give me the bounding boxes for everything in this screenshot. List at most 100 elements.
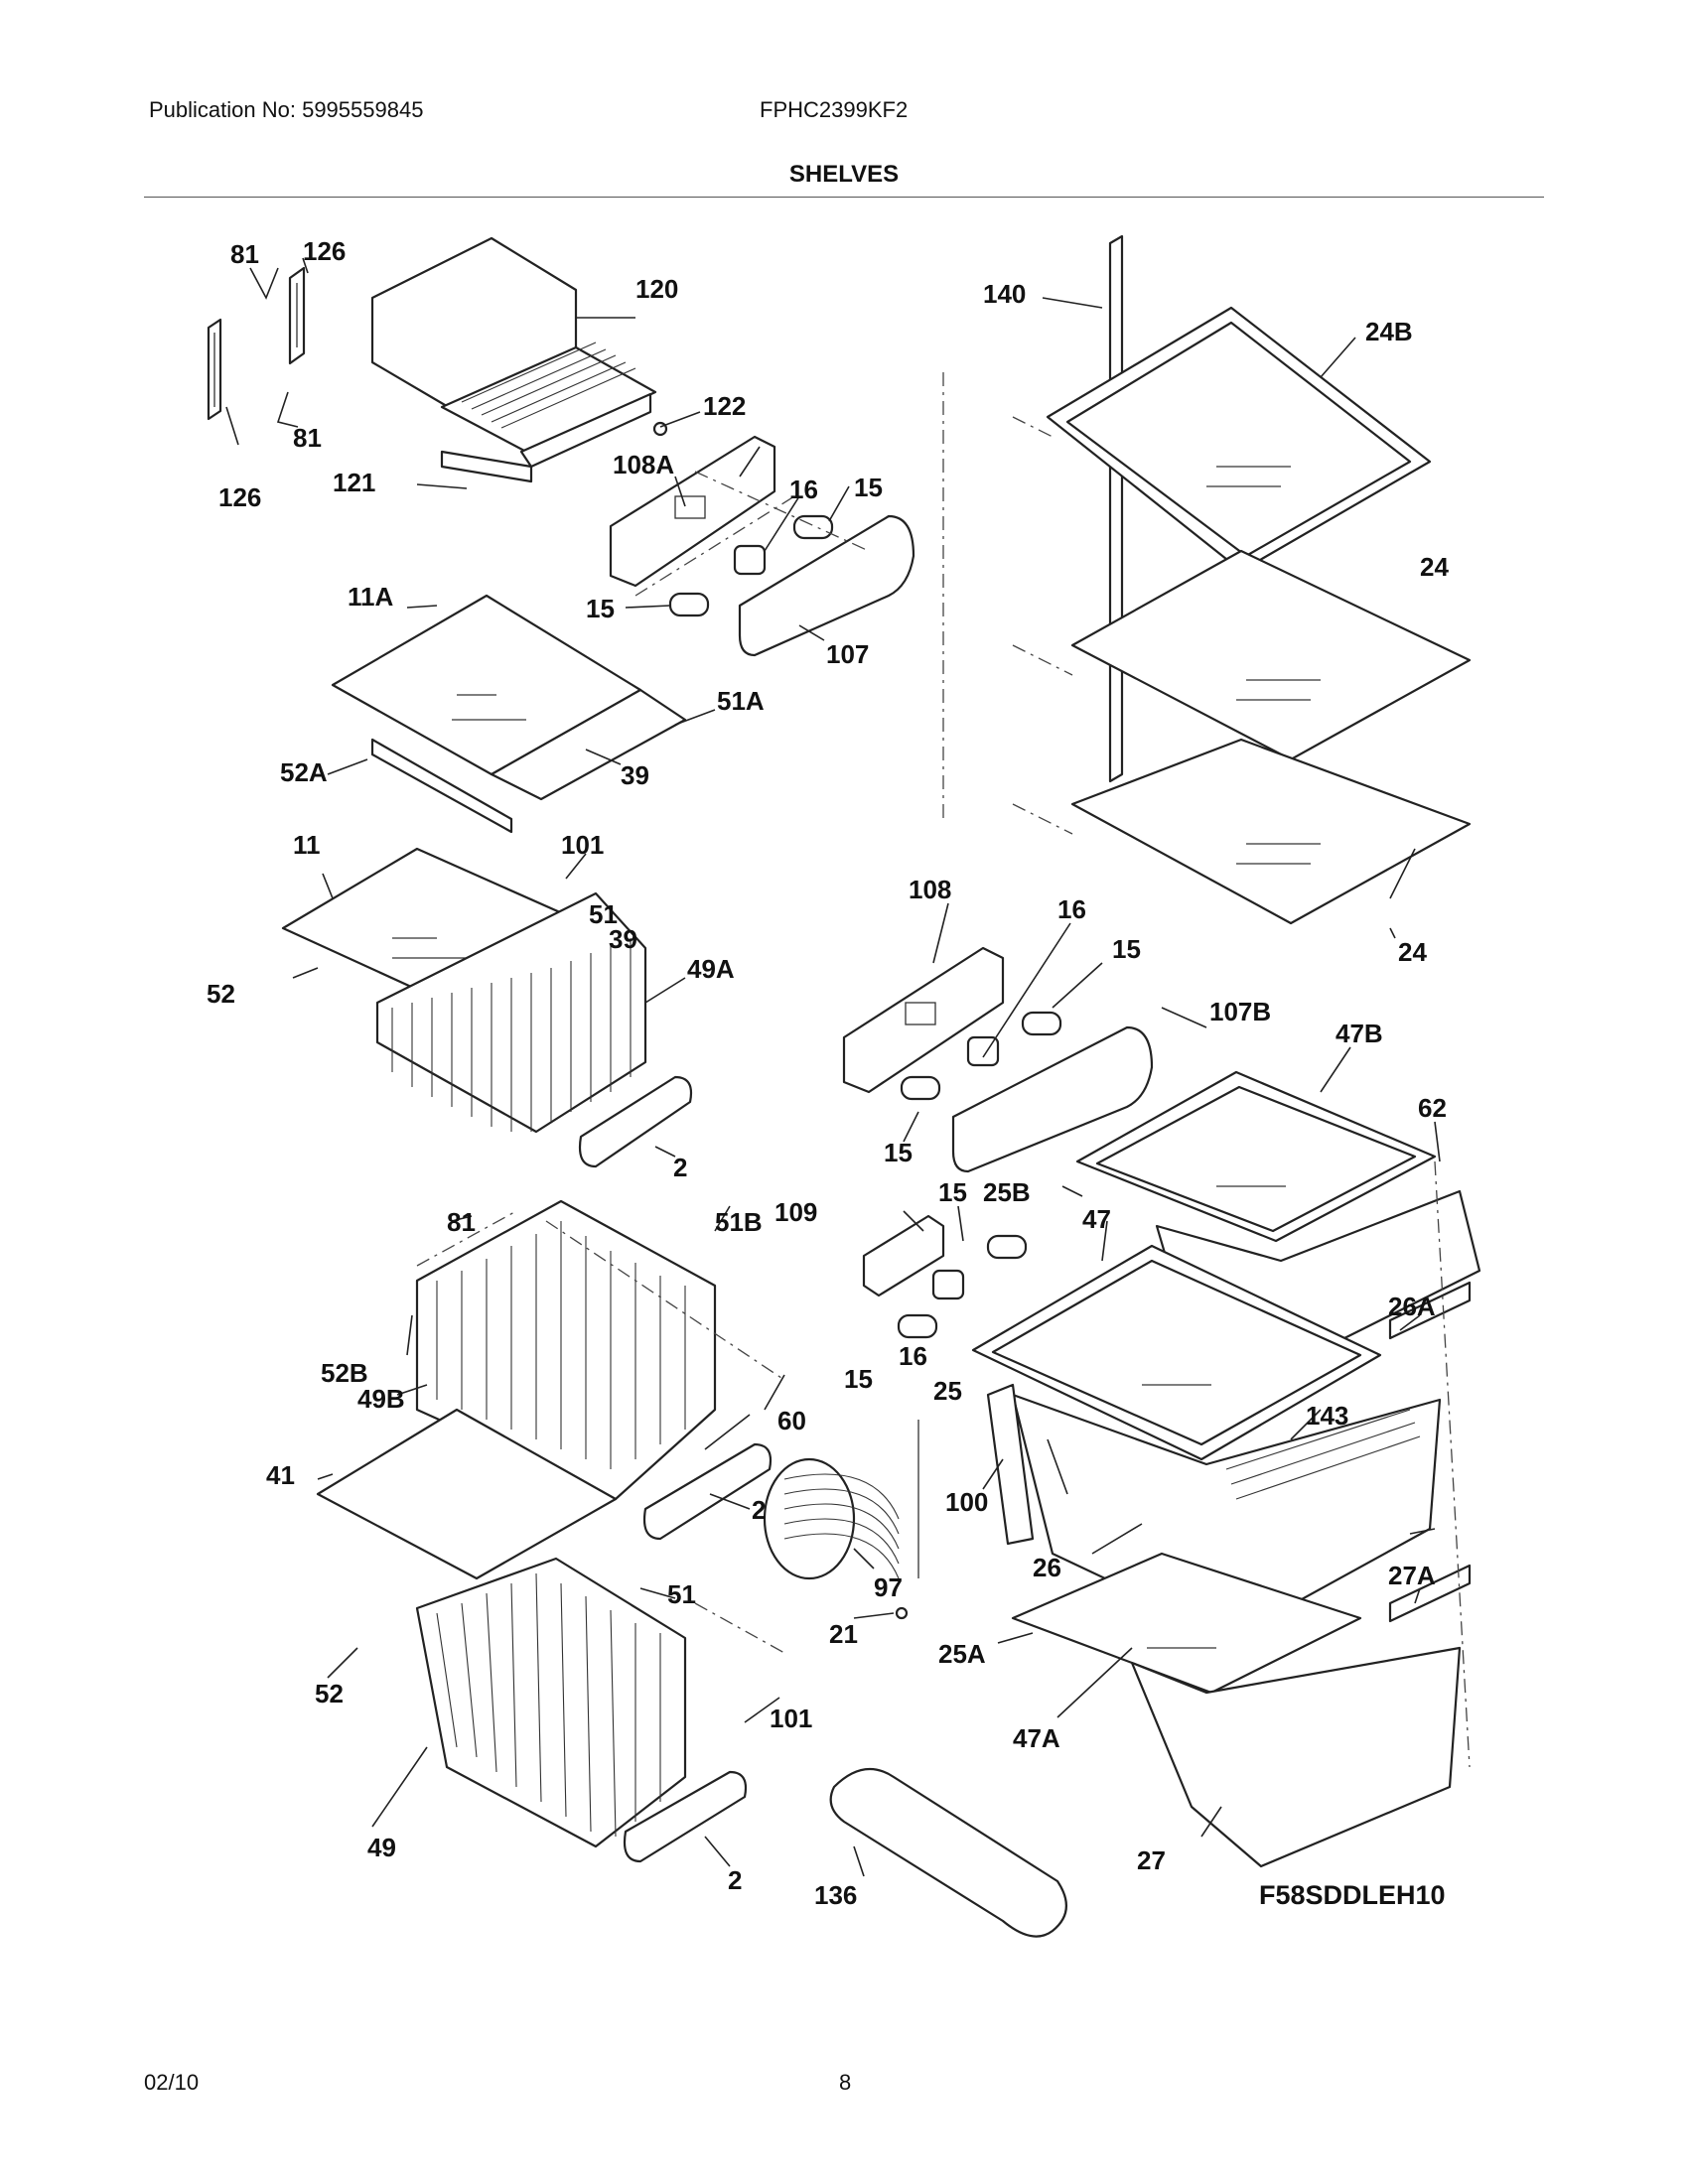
callout-11a: 11A bbox=[348, 582, 393, 612]
grille-2-top bbox=[578, 1075, 693, 1168]
callout-49: 49 bbox=[367, 1833, 396, 1862]
callout-39-b: 39 bbox=[609, 924, 637, 954]
callout-136: 136 bbox=[814, 1880, 857, 1910]
callout-11: 11 bbox=[293, 830, 321, 860]
callout-15-f: 15 bbox=[844, 1364, 873, 1394]
socket-16 bbox=[733, 544, 767, 576]
callout-109: 109 bbox=[774, 1197, 817, 1227]
rail-121 bbox=[440, 450, 533, 483]
callout-51: 51 bbox=[589, 899, 618, 929]
callout-140: 140 bbox=[983, 279, 1026, 309]
header-divider bbox=[144, 197, 1544, 198]
coil-97 bbox=[763, 1420, 919, 1580]
bulbs-15-mid bbox=[900, 1011, 1062, 1101]
callout-2-b: 2 bbox=[752, 1495, 766, 1525]
callout-15-e: 15 bbox=[938, 1177, 967, 1207]
page-number: 8 bbox=[839, 2070, 852, 2095]
model-number: FPHC2399KF2 bbox=[760, 97, 909, 122]
callout-52b: 52B bbox=[321, 1358, 368, 1388]
callout-15-c: 15 bbox=[1112, 934, 1141, 964]
callout-24: 24 bbox=[1420, 552, 1449, 582]
shelf-24-lower bbox=[1070, 738, 1472, 925]
post-140 bbox=[942, 234, 1124, 824]
callout-120: 120 bbox=[635, 274, 678, 304]
callout-47a: 47A bbox=[1013, 1723, 1060, 1753]
callout-2-c: 2 bbox=[728, 1865, 742, 1895]
shelf-24-upper bbox=[1070, 549, 1472, 761]
basket-49a bbox=[375, 891, 647, 1134]
leader-lines bbox=[225, 257, 1441, 1877]
callout-41: 41 bbox=[266, 1460, 295, 1490]
callout-16: 16 bbox=[789, 475, 818, 504]
callout-101: 101 bbox=[561, 830, 604, 860]
callout-100: 100 bbox=[945, 1487, 988, 1517]
callout-81-c: 81 bbox=[447, 1207, 476, 1237]
callout-26: 26 bbox=[1033, 1553, 1061, 1582]
hinge-bracket-right bbox=[288, 266, 306, 365]
grille-2-mid bbox=[642, 1442, 773, 1541]
callout-107b: 107B bbox=[1209, 997, 1271, 1026]
tray-120 bbox=[370, 236, 657, 469]
basket-49 bbox=[415, 1557, 687, 1848]
hinge-bracket-left bbox=[207, 318, 222, 421]
shelf-11a bbox=[331, 594, 687, 834]
callout-2: 2 bbox=[673, 1153, 687, 1182]
light-cover-107b bbox=[951, 1025, 1154, 1173]
callout-27: 27 bbox=[1137, 1845, 1166, 1875]
callout-24-b: 24 bbox=[1398, 937, 1427, 967]
publication-date: 02/10 bbox=[144, 2070, 200, 2095]
callout-15: 15 bbox=[854, 473, 883, 502]
callout-97: 97 bbox=[874, 1572, 903, 1602]
callout-39: 39 bbox=[621, 760, 649, 790]
publication-number: Publication No: 5995559845 bbox=[149, 97, 424, 122]
callout-108a: 108A bbox=[613, 450, 674, 479]
callout-143: 143 bbox=[1306, 1401, 1348, 1431]
callout-26a: 26A bbox=[1388, 1292, 1436, 1321]
callout-121: 121 bbox=[333, 468, 375, 497]
callout-24b: 24B bbox=[1365, 317, 1413, 346]
cover-136 bbox=[829, 1767, 1067, 1938]
diagram-code: F58SDDLEH10 bbox=[1259, 1880, 1446, 1910]
light-housing-108 bbox=[842, 946, 1005, 1094]
callout-27a: 27A bbox=[1388, 1561, 1436, 1590]
callout-49a: 49A bbox=[687, 954, 735, 984]
callout-51-b: 51 bbox=[667, 1579, 696, 1609]
callout-81: 81 bbox=[230, 239, 259, 269]
callout-16-c: 16 bbox=[899, 1341, 927, 1371]
callout-122: 122 bbox=[703, 391, 746, 421]
callout-126-b: 126 bbox=[218, 482, 261, 512]
callout-47: 47 bbox=[1082, 1204, 1111, 1234]
callout-108: 108 bbox=[909, 875, 951, 904]
callout-101-b: 101 bbox=[770, 1704, 812, 1733]
clips-26a-27a bbox=[1388, 1281, 1472, 1623]
section-title: SHELVES bbox=[788, 161, 900, 188]
callout-81-b: 81 bbox=[293, 423, 322, 453]
callout-52-b: 52 bbox=[315, 1679, 344, 1708]
callout-62: 62 bbox=[1418, 1093, 1447, 1123]
callout-25b: 25B bbox=[983, 1177, 1031, 1207]
callout-49b: 49B bbox=[357, 1384, 405, 1414]
callout-25a: 25A bbox=[938, 1639, 986, 1669]
shelf-41 bbox=[316, 1408, 618, 1580]
light-housing-108a bbox=[609, 435, 776, 588]
callout-126: 126 bbox=[303, 236, 346, 266]
callout-21: 21 bbox=[829, 1619, 858, 1649]
light-cover-107 bbox=[738, 514, 915, 657]
screw-21 bbox=[895, 1606, 909, 1620]
basket-49b bbox=[415, 1199, 717, 1501]
socket-16-mid bbox=[966, 1035, 1000, 1067]
callout-60: 60 bbox=[777, 1406, 806, 1435]
drawer-27 bbox=[1130, 1646, 1462, 1868]
callout-15-b: 15 bbox=[586, 594, 615, 623]
cover-25 bbox=[971, 1244, 1382, 1461]
callout-16-b: 16 bbox=[1057, 894, 1086, 924]
callout-51a: 51A bbox=[717, 686, 765, 716]
shelf-24b bbox=[1046, 306, 1432, 573]
callout-107: 107 bbox=[826, 639, 869, 669]
callout-52: 52 bbox=[207, 979, 235, 1009]
callout-51b: 51B bbox=[715, 1207, 763, 1237]
cover-25b bbox=[1075, 1070, 1437, 1243]
grille-2-bottom bbox=[623, 1770, 748, 1863]
bracket-109 bbox=[862, 1214, 945, 1297]
